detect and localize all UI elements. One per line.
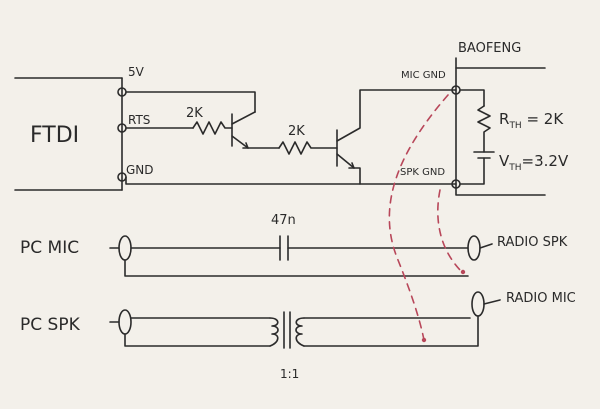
rail-5v [125, 91, 256, 113]
rth-label: RTH = 2K [499, 110, 564, 131]
dashed-end-dot-1 [421, 337, 427, 343]
dashed-link-mic-gnd [388, 94, 449, 341]
label-gnd: GND [126, 163, 154, 177]
spk-ground-wire-left [124, 333, 271, 347]
driver-stage-1: 2K [125, 91, 280, 149]
vth-label: VTH=3.2V [499, 152, 569, 173]
transformer-primary [269, 317, 279, 347]
mic-gnd-label: MIC GND [401, 70, 446, 81]
transformer-secondary [295, 317, 305, 347]
dashed-ground-links [388, 94, 466, 343]
q1-emitter [231, 135, 249, 149]
vth-bottom-wire [459, 157, 485, 185]
ftdi-block: FTDI 5V RTS GND [14, 65, 154, 191]
spk-ground-wire-right [303, 315, 479, 347]
audio-line-mic: PC MIC 47n RADIO SPK [20, 213, 568, 277]
audio-line-spk: PC SPK RADIO MIC 1:1 [20, 291, 576, 381]
baofeng-left [455, 67, 546, 196]
pc-mic-label: PC MIC [20, 238, 79, 258]
ratio-label: 1:1 [280, 367, 299, 381]
baofeng-label: BAOFENG [458, 41, 521, 56]
dashed-end-dot-2 [460, 269, 466, 275]
resistor-r1 [192, 121, 233, 135]
spk-gnd-label: SPK GND [400, 167, 445, 178]
driver-stage-2: 2K [278, 89, 457, 185]
q2-collector [336, 89, 457, 142]
radio-spk-lead [479, 243, 493, 249]
r2-label: 2K [288, 124, 305, 139]
ftdi-label: FTDI [30, 123, 79, 148]
pc-spk-jack [118, 309, 132, 335]
q2-emitter [336, 153, 355, 169]
cap-label: 47n [271, 213, 296, 228]
q1-collector [231, 111, 256, 125]
resistor-r2 [278, 141, 338, 155]
radio-spk-jack [467, 235, 481, 261]
vth-symbol: V [499, 152, 510, 170]
radio-mic-label: RADIO MIC [506, 291, 576, 306]
label-5v: 5V [128, 65, 145, 79]
dashed-link-spk-gnd [437, 189, 463, 273]
pc-mic-jack [118, 235, 132, 261]
pc-spk-label: PC SPK [20, 315, 81, 335]
resistor-rth [477, 105, 491, 153]
ground-rail [125, 176, 457, 185]
transformer-core [283, 311, 291, 349]
baofeng-top [455, 57, 546, 69]
radio-mic-lead [483, 299, 501, 305]
baofeng-block: BAOFENG MIC GND SPK GND RTH = 2K VTH=3.2… [400, 41, 569, 196]
r1-label: 2K [186, 106, 203, 121]
rth-subscript: TH [508, 121, 521, 131]
rth-symbol: R [499, 110, 509, 128]
rth-value: = 2K [522, 110, 565, 128]
vth-subscript: TH [508, 163, 521, 173]
rth-top-wire [459, 89, 485, 107]
capacitor-47n [279, 235, 289, 261]
label-rts: RTS [128, 113, 150, 127]
vth-value: =3.2V [522, 152, 569, 170]
q2-ground-leg [353, 167, 361, 185]
radio-spk-label: RADIO SPK [497, 235, 568, 250]
radio-mic-jack [471, 291, 485, 317]
mic-ground-wire [124, 259, 469, 277]
